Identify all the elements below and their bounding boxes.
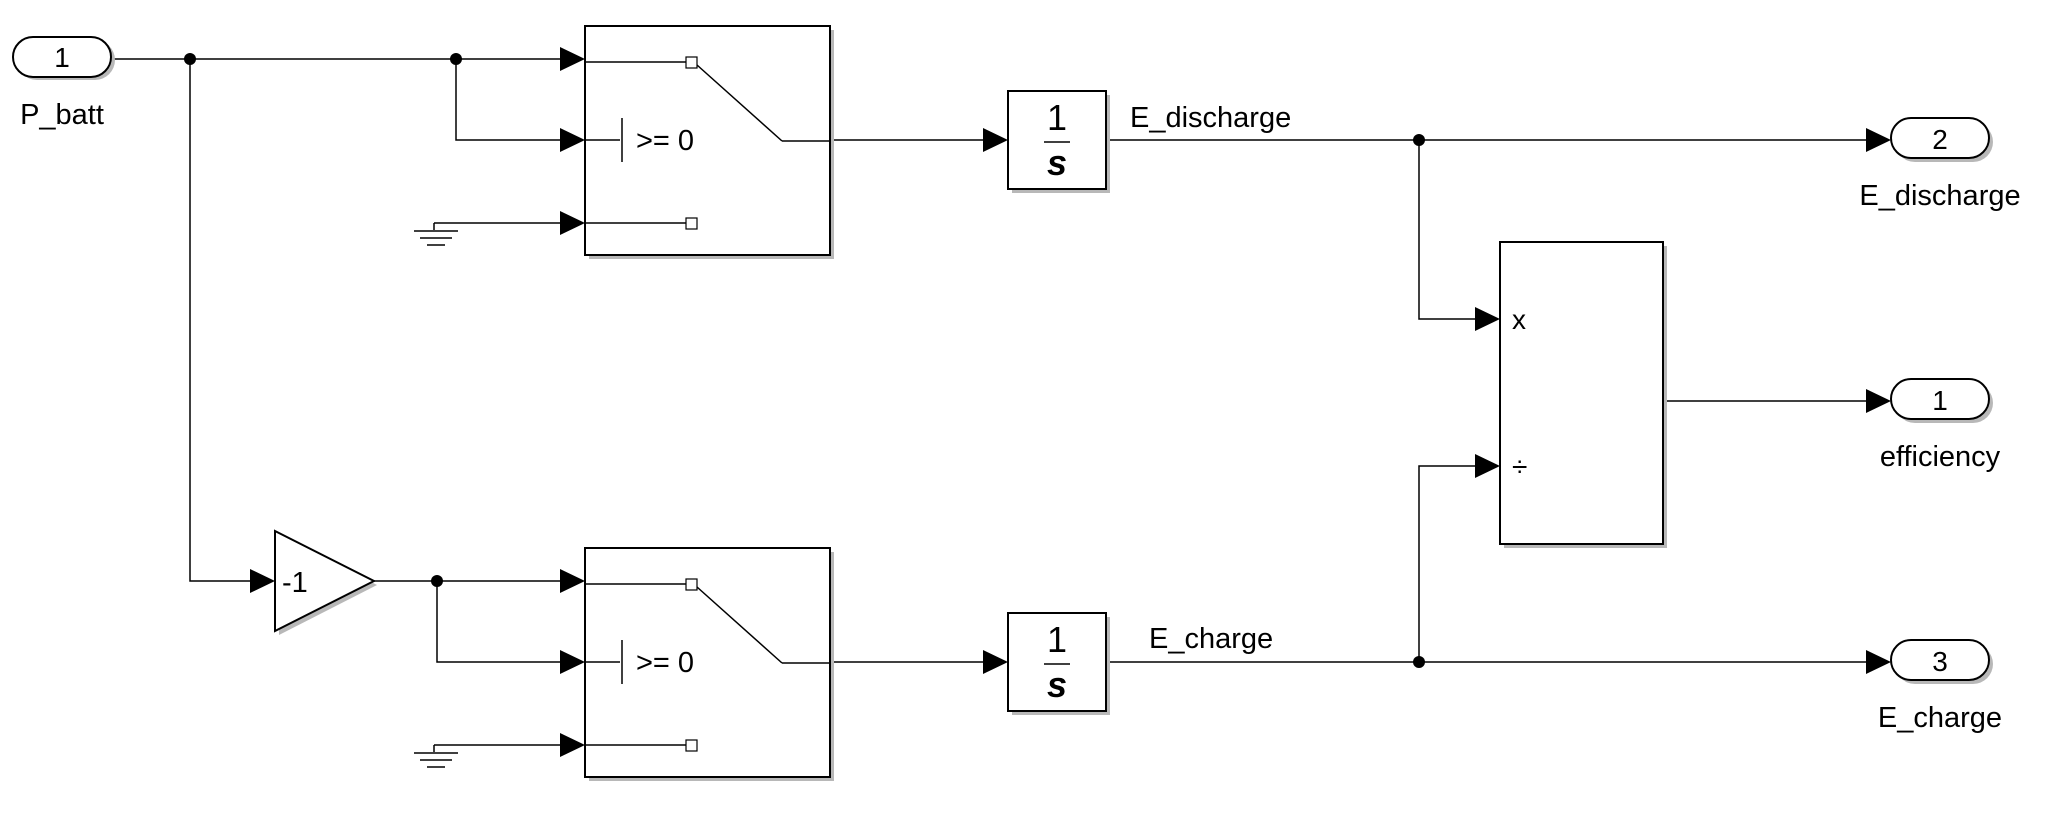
outport-number: 3 [1932, 646, 1948, 677]
switch-criteria: >= 0 [636, 125, 694, 157]
gain-value: -1 [282, 567, 308, 599]
switch-criteria: >= 0 [636, 647, 694, 679]
branch-point [431, 575, 443, 587]
branch-point [184, 53, 196, 65]
signal-label-e-discharge: E_discharge [1130, 102, 1291, 134]
outport-label: efficiency [1880, 441, 2001, 473]
outport-efficiency[interactable]: 1 efficiency [1880, 378, 2001, 473]
outport-number: 2 [1932, 124, 1948, 155]
outport-e-charge[interactable]: 3 E_charge [1878, 639, 2002, 734]
switch-contact [685, 578, 698, 591]
ground-block [414, 745, 458, 768]
switch-block-discharge[interactable]: >= 0 [584, 25, 834, 259]
signal-wires [113, 58, 1866, 746]
ground-block [414, 223, 458, 246]
switch-block-charge[interactable]: >= 0 [584, 547, 834, 781]
outport-e-discharge[interactable]: 2 E_discharge [1859, 117, 2021, 212]
arrowheads [250, 47, 1891, 757]
switch-contact [685, 56, 698, 69]
branch-point [1413, 134, 1425, 146]
outport-label: E_charge [1878, 702, 2002, 734]
outport-number: 1 [1932, 385, 1948, 416]
integrator-block-discharge[interactable]: 1 s [1007, 90, 1110, 193]
divide-block[interactable]: x ÷ [1499, 241, 1667, 548]
switch-contact [685, 739, 698, 752]
branch-point [1413, 656, 1425, 668]
divide-input-multiply: x [1512, 304, 1526, 335]
inport-number: 1 [54, 42, 70, 73]
branch-points [184, 53, 1425, 668]
inport-label: P_batt [20, 99, 104, 131]
switch-contact [685, 217, 698, 230]
branch-point [450, 53, 462, 65]
integrator-numerator: 1 [1047, 619, 1067, 660]
inport-p-batt[interactable]: 1 P_batt [12, 36, 115, 131]
divide-input-divide: ÷ [1512, 451, 1527, 482]
integrator-denominator: s [1047, 142, 1067, 183]
integrator-block-charge[interactable]: 1 s [1007, 612, 1110, 715]
outport-label: E_discharge [1859, 180, 2020, 212]
integrator-numerator: 1 [1047, 97, 1067, 138]
signal-label-e-charge: E_charge [1149, 623, 1273, 655]
integrator-denominator: s [1047, 664, 1067, 705]
gain-block[interactable]: -1 [274, 529, 377, 635]
